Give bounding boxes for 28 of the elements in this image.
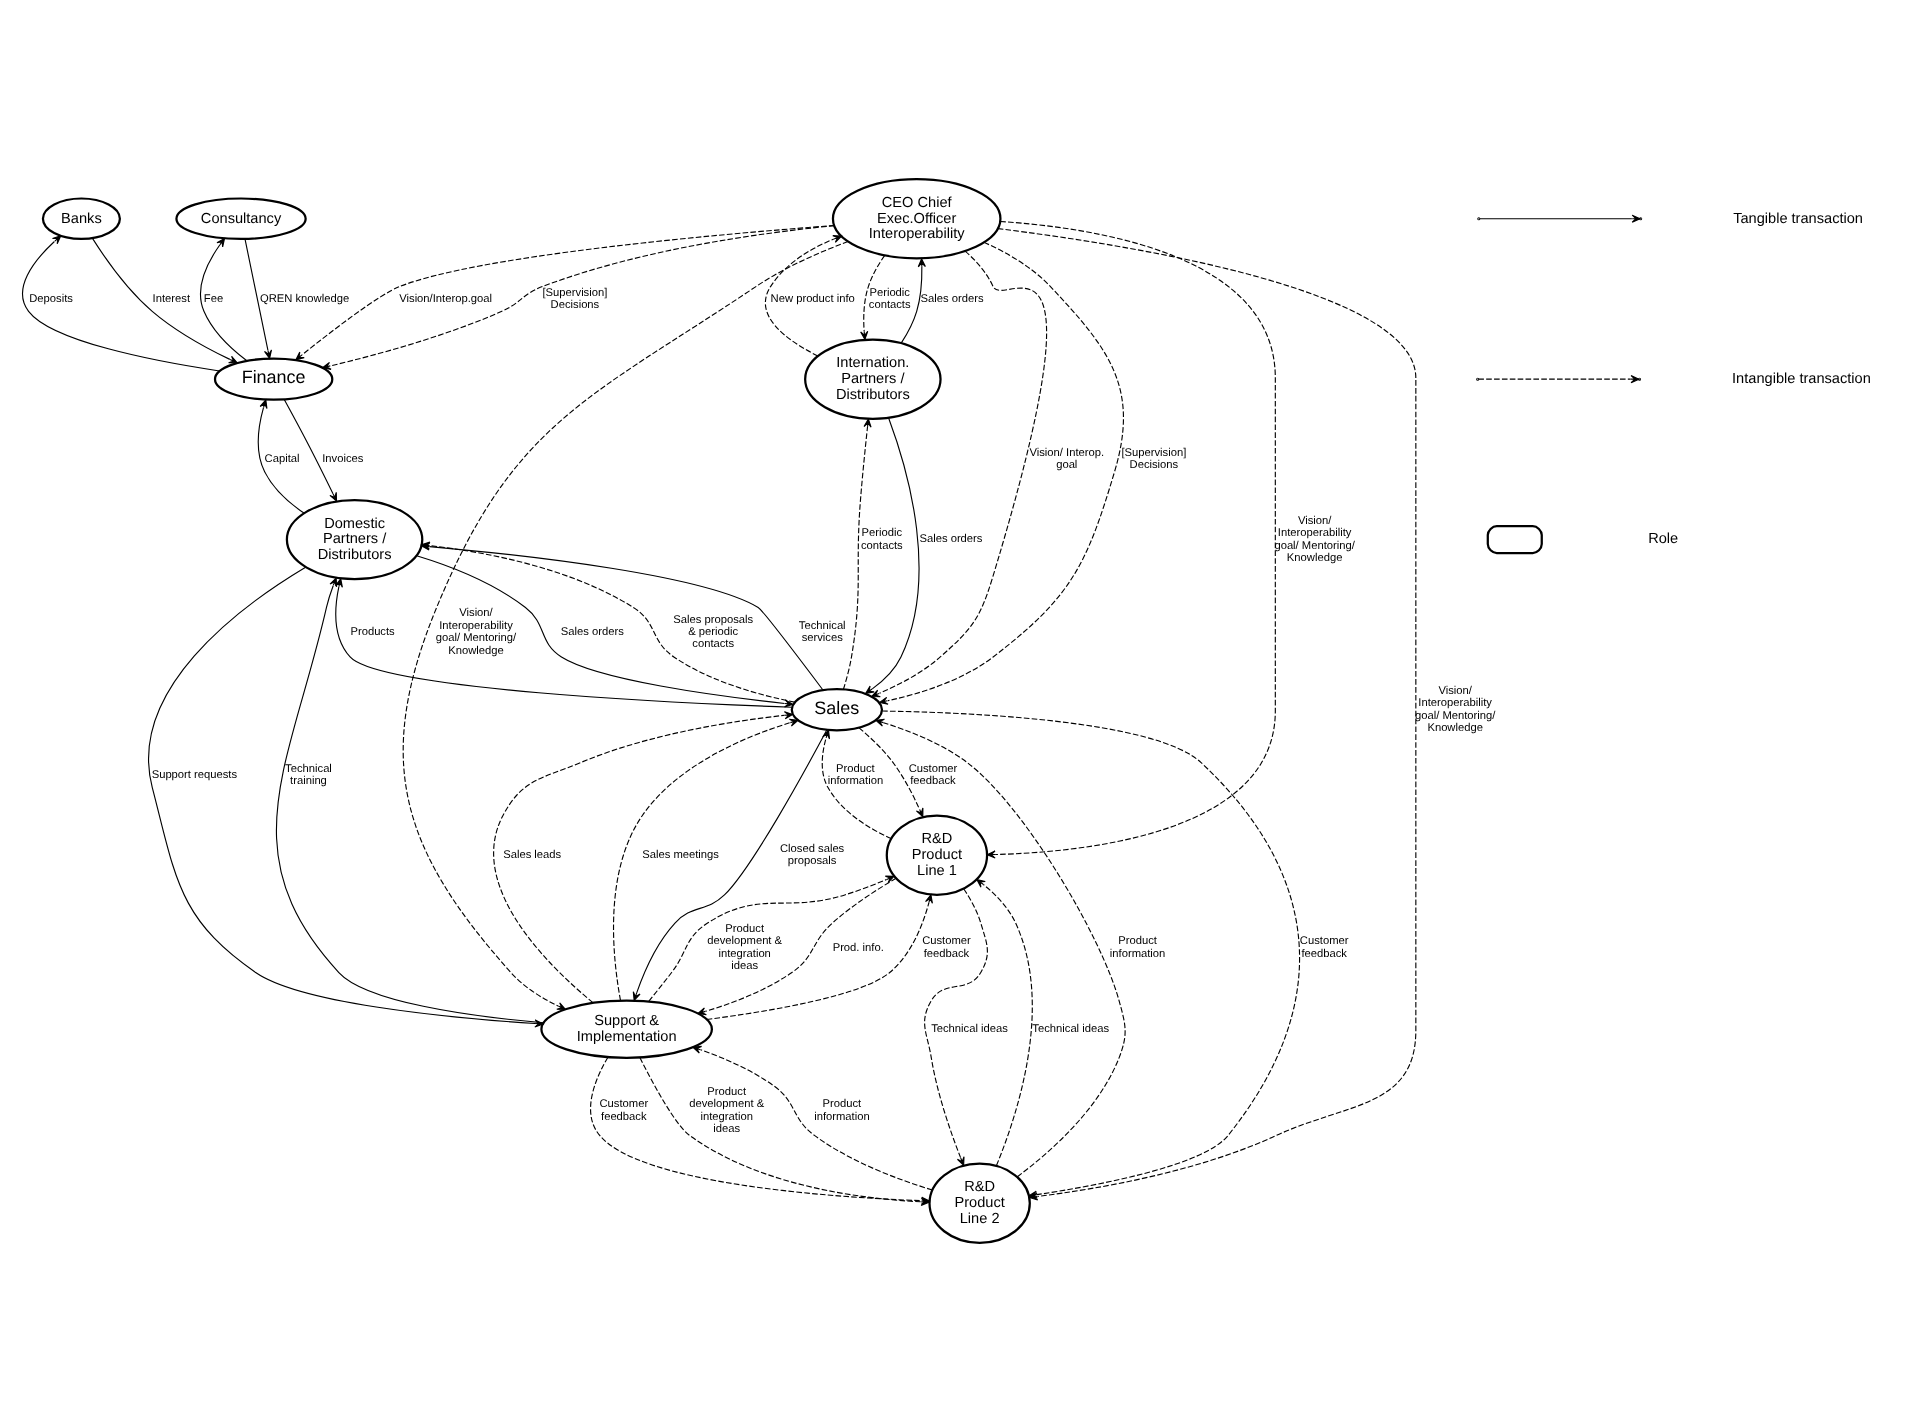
arrow xyxy=(90,236,237,363)
arrow xyxy=(256,398,304,513)
arrow xyxy=(243,237,272,358)
arrow xyxy=(401,240,848,1009)
arrow xyxy=(923,887,987,1165)
arrow xyxy=(985,219,1275,858)
arrow xyxy=(696,876,896,1015)
arrow xyxy=(870,249,1047,697)
arrow xyxy=(647,874,894,1001)
arrow xyxy=(611,717,798,1000)
arrow xyxy=(492,710,793,1003)
arrow xyxy=(705,893,932,1020)
arrow xyxy=(691,1044,932,1190)
arrow xyxy=(282,398,337,501)
arrow xyxy=(859,254,885,339)
arrow xyxy=(975,877,1032,1165)
arrow xyxy=(631,728,827,1000)
arrow xyxy=(857,726,923,817)
arrow xyxy=(763,234,841,356)
arrow xyxy=(199,236,247,361)
arrow xyxy=(820,728,891,839)
arrow xyxy=(274,576,544,1023)
arrow xyxy=(878,240,1123,704)
arrow xyxy=(20,234,220,371)
arrow xyxy=(864,416,919,694)
arrow xyxy=(874,717,1125,1177)
arrow xyxy=(899,257,925,343)
arrow xyxy=(841,417,871,689)
